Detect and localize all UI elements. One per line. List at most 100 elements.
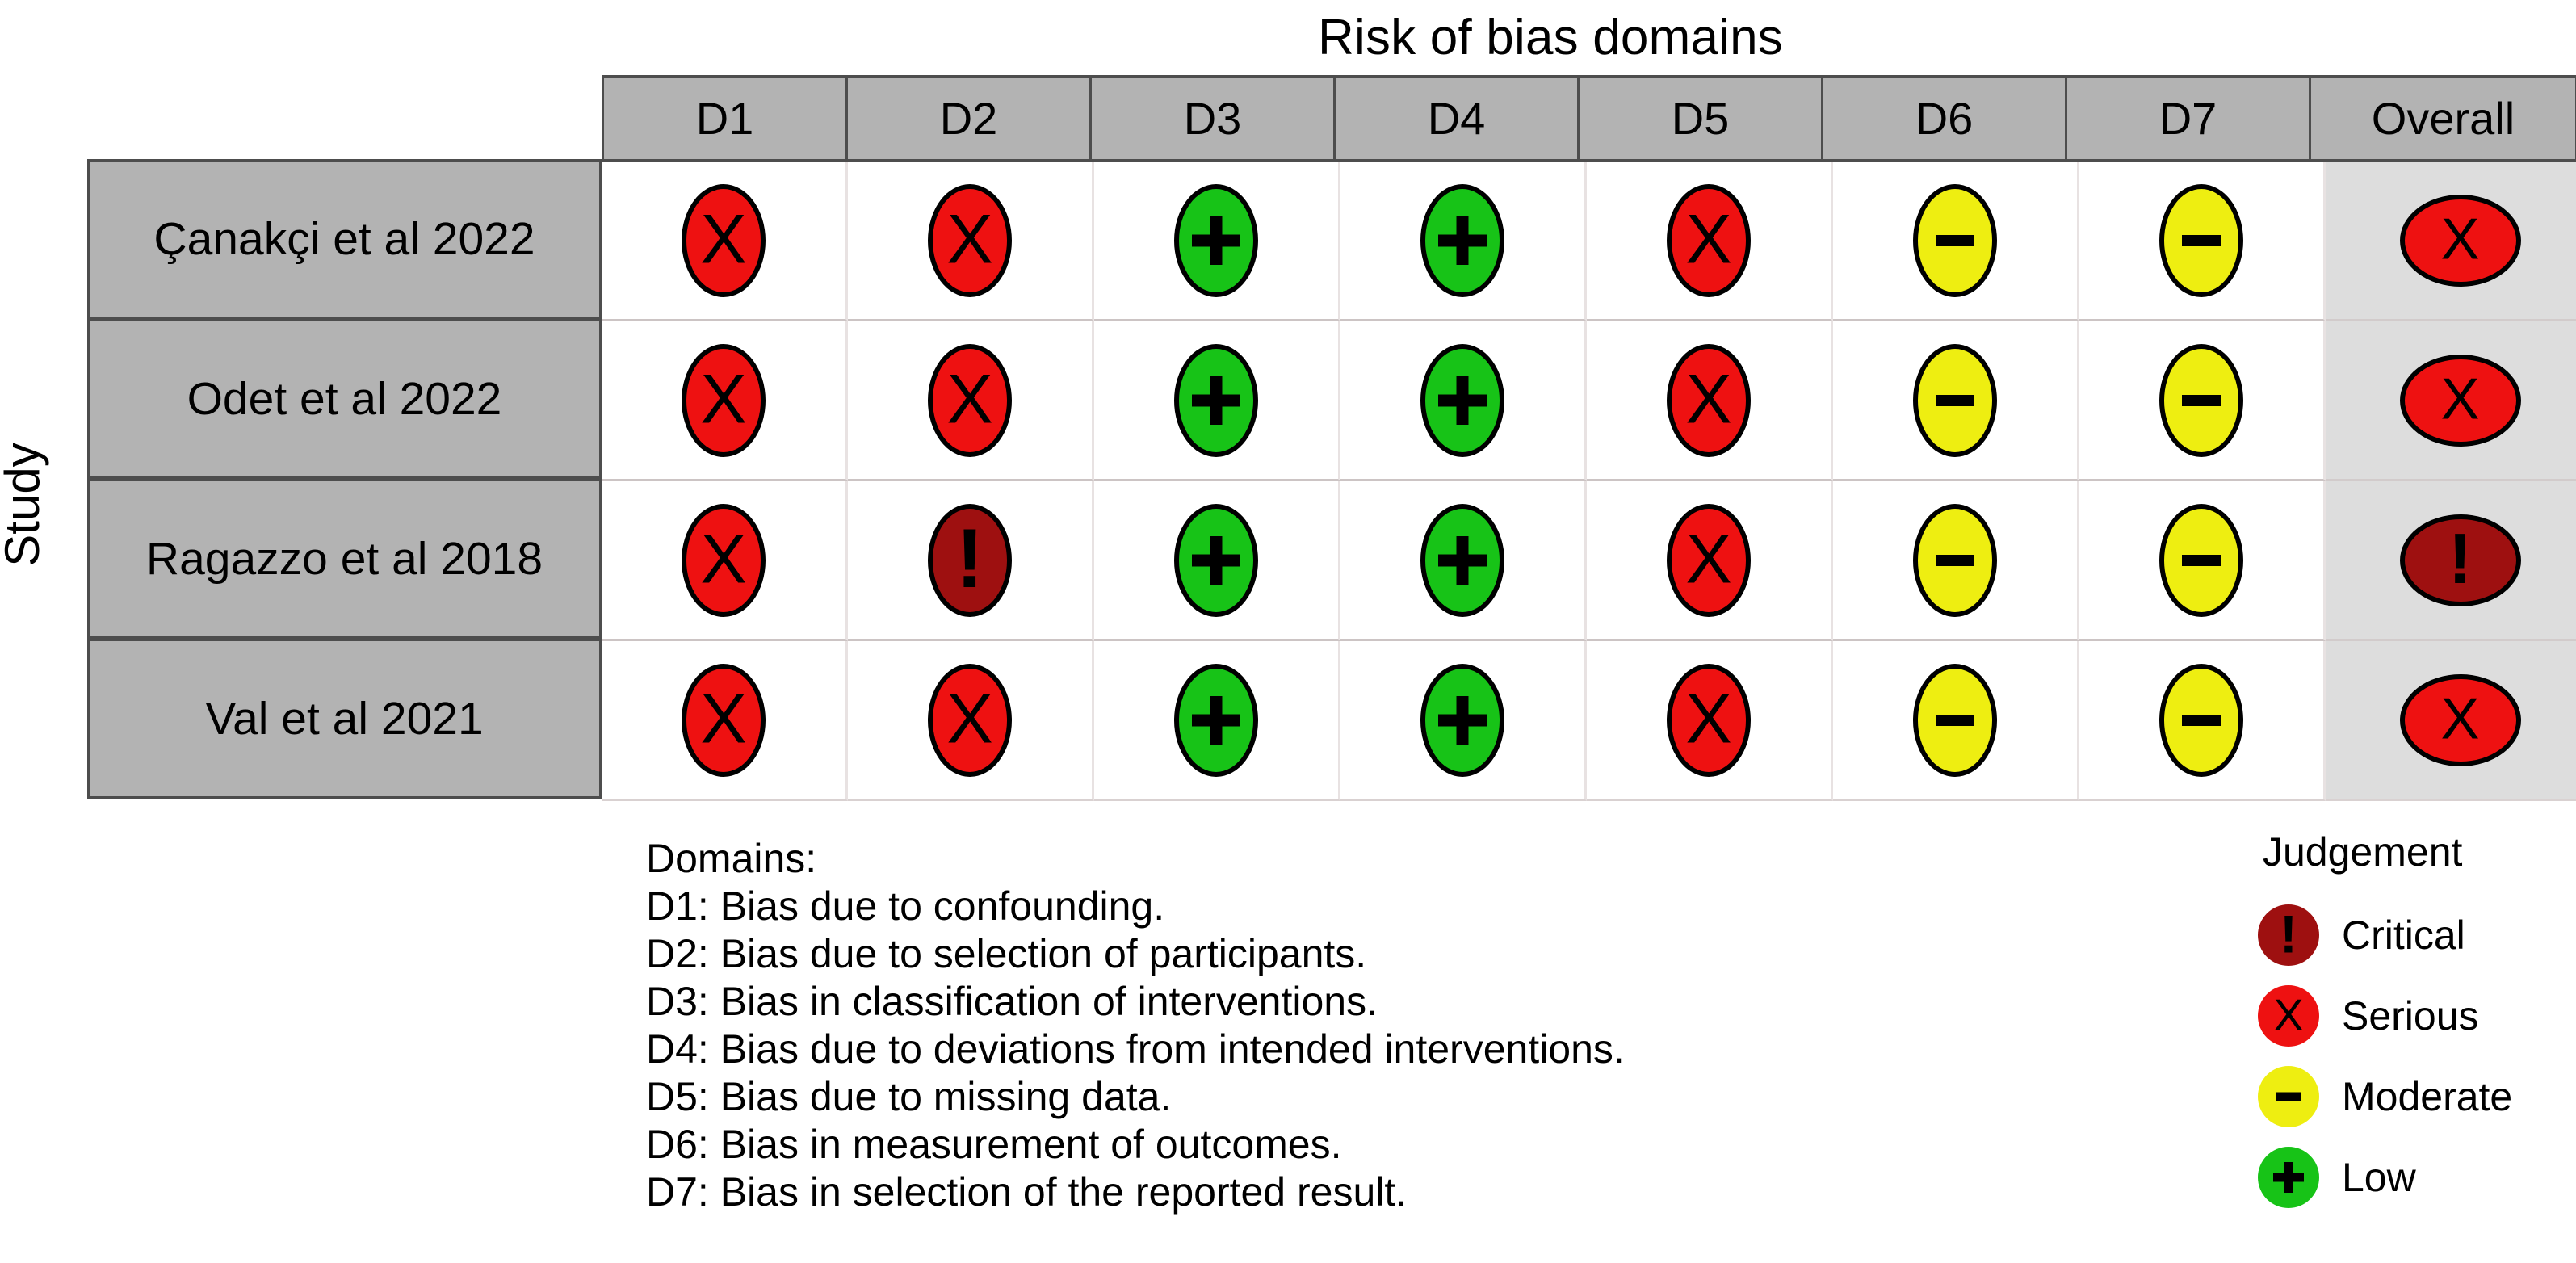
judgement-legend-label: Low	[2342, 1155, 2416, 1200]
domain-judgement-cell[interactable]	[2079, 481, 2326, 641]
low-judgement-icon	[1174, 343, 1258, 457]
domain-judgement-cell[interactable]	[1340, 481, 1587, 641]
low-judgement-icon	[1420, 343, 1504, 457]
critical-judgement-icon: !	[2399, 514, 2521, 606]
domain-header-d7[interactable]: D7	[2065, 75, 2311, 162]
domain-header-row: D1 D2 D3 D4 D5 D6 D7 Overall	[602, 75, 2576, 162]
domain-judgement-cell[interactable]: X	[1587, 481, 1833, 641]
serious-judgement-icon: X	[1667, 343, 1751, 457]
serious-x-glyph: X	[1685, 679, 1732, 757]
judgement-legend-label: Critical	[2342, 913, 2465, 958]
judgement-legend-item[interactable]: Moderate	[2258, 1056, 2512, 1137]
domain-judgement-cell[interactable]: X	[602, 481, 848, 641]
overall-judgement-cell[interactable]: !	[2326, 481, 2576, 641]
domain-header-d2[interactable]: D2	[845, 75, 1092, 162]
judgement-legend-item[interactable]: Low	[2258, 1137, 2512, 1218]
domain-judgement-cell[interactable]: X	[848, 641, 1094, 801]
domain-judgement-cell[interactable]: X	[848, 321, 1094, 481]
serious-judgement-icon: X	[1667, 663, 1751, 777]
domain-judgement-cell[interactable]	[2079, 641, 2326, 801]
low-judgement-icon	[1420, 663, 1504, 777]
serious-x-glyph: X	[700, 519, 747, 598]
domain-judgement-cell[interactable]: X	[602, 321, 848, 481]
serious-judgement-icon: X	[2399, 354, 2521, 447]
critical-judgement-icon: !	[928, 503, 1012, 617]
domain-judgement-cell[interactable]	[1340, 321, 1587, 481]
judgement-legend-item[interactable]: X Serious	[2258, 976, 2512, 1056]
serious-judgement-icon: X	[928, 343, 1012, 457]
domain-judgement-cell[interactable]	[2079, 321, 2326, 481]
serious-legend-icon: X	[2258, 985, 2319, 1047]
low-judgement-icon	[1174, 663, 1258, 777]
critical-legend-icon: !	[2258, 904, 2319, 966]
serious-x-glyph: X	[1685, 519, 1732, 598]
judgement-legend-item[interactable]: ! Critical	[2258, 895, 2512, 976]
domain-judgement-cell[interactable]: X	[1587, 641, 1833, 801]
domains-legend-item-d1: D1: Bias due to confounding.	[646, 883, 1165, 929]
domain-judgement-cell[interactable]	[1340, 162, 1587, 321]
domain-judgement-cell[interactable]	[1094, 481, 1340, 641]
study-label[interactable]: Odet et al 2022	[87, 319, 602, 479]
domain-judgement-cell[interactable]: X	[602, 641, 848, 801]
overall-judgement-cell[interactable]: X	[2326, 162, 2576, 321]
serious-x-glyph: X	[700, 359, 747, 438]
domain-judgement-cell[interactable]	[1340, 641, 1587, 801]
domain-judgement-cell[interactable]	[1833, 481, 2079, 641]
domain-judgement-cell[interactable]	[1833, 162, 2079, 321]
critical-bang-glyph: !	[955, 511, 984, 606]
moderate-judgement-icon	[1913, 183, 1997, 297]
domain-header-d3[interactable]: D3	[1089, 75, 1336, 162]
low-legend-icon	[2258, 1147, 2319, 1208]
critical-bang-glyph: !	[2448, 518, 2473, 598]
judgement-legend-title: Judgement	[2263, 829, 2463, 875]
matrix-row: Odet et al 2022 X X X X	[87, 319, 2576, 481]
serious-x-glyph: X	[1685, 199, 1732, 278]
serious-x-glyph: X	[2440, 207, 2480, 272]
domains-legend-item-d5: D5: Bias due to missing data.	[646, 1074, 1172, 1119]
moderate-judgement-icon	[2159, 183, 2243, 297]
overall-judgement-cell[interactable]: X	[2326, 321, 2576, 481]
domain-header-overall[interactable]: Overall	[2309, 75, 2576, 162]
domains-legend-item-d2: D2: Bias due to selection of participant…	[646, 931, 1367, 976]
domains-legend-item-d7: D7: Bias in selection of the reported re…	[646, 1169, 1408, 1215]
domain-header-d4[interactable]: D4	[1333, 75, 1580, 162]
serious-judgement-icon: X	[928, 183, 1012, 297]
domain-judgement-cell[interactable]: X	[848, 162, 1094, 321]
overall-judgement-cell[interactable]: X	[2326, 641, 2576, 801]
moderate-judgement-icon	[2159, 663, 2243, 777]
domain-judgement-cell[interactable]: X	[602, 162, 848, 321]
domain-judgement-cell[interactable]	[1833, 641, 2079, 801]
study-label[interactable]: Val et al 2021	[87, 639, 602, 799]
domain-judgement-cell[interactable]	[1833, 321, 2079, 481]
domain-judgement-cell[interactable]: X	[1587, 321, 1833, 481]
domain-header-d5[interactable]: D5	[1577, 75, 1823, 162]
serious-x-glyph: X	[946, 199, 993, 278]
judgement-legend-label: Moderate	[2342, 1074, 2513, 1119]
matrix-row: Ragazzo et al 2018 X! X!	[87, 479, 2576, 641]
domains-legend-heading: Domains:	[646, 836, 817, 881]
judgement-cells: X! X!	[602, 481, 2576, 641]
low-judgement-icon	[1420, 503, 1504, 617]
domains-legend-item-d6: D6: Bias in measurement of outcomes.	[646, 1122, 1342, 1167]
serious-x-glyph: X	[2440, 367, 2480, 432]
judgement-legend-label: Serious	[2342, 993, 2479, 1039]
serious-x-glyph: X	[1685, 359, 1732, 438]
domain-judgement-cell[interactable]	[1094, 321, 1340, 481]
domain-judgement-cell[interactable]	[1094, 162, 1340, 321]
study-label[interactable]: Ragazzo et al 2018	[87, 479, 602, 639]
domain-judgement-cell[interactable]: X	[1587, 162, 1833, 321]
serious-x-glyph: X	[946, 679, 993, 757]
domain-judgement-cell[interactable]	[1094, 641, 1340, 801]
domain-header-d1[interactable]: D1	[602, 75, 848, 162]
domain-judgement-cell[interactable]: !	[848, 481, 1094, 641]
study-label[interactable]: Çanakçi et al 2022	[87, 159, 602, 319]
low-judgement-icon	[1174, 503, 1258, 617]
domain-judgement-cell[interactable]	[2079, 162, 2326, 321]
page-title: Risk of bias domains	[1317, 10, 1784, 65]
domain-header-d6[interactable]: D6	[1821, 75, 2067, 162]
serious-judgement-icon: X	[928, 663, 1012, 777]
